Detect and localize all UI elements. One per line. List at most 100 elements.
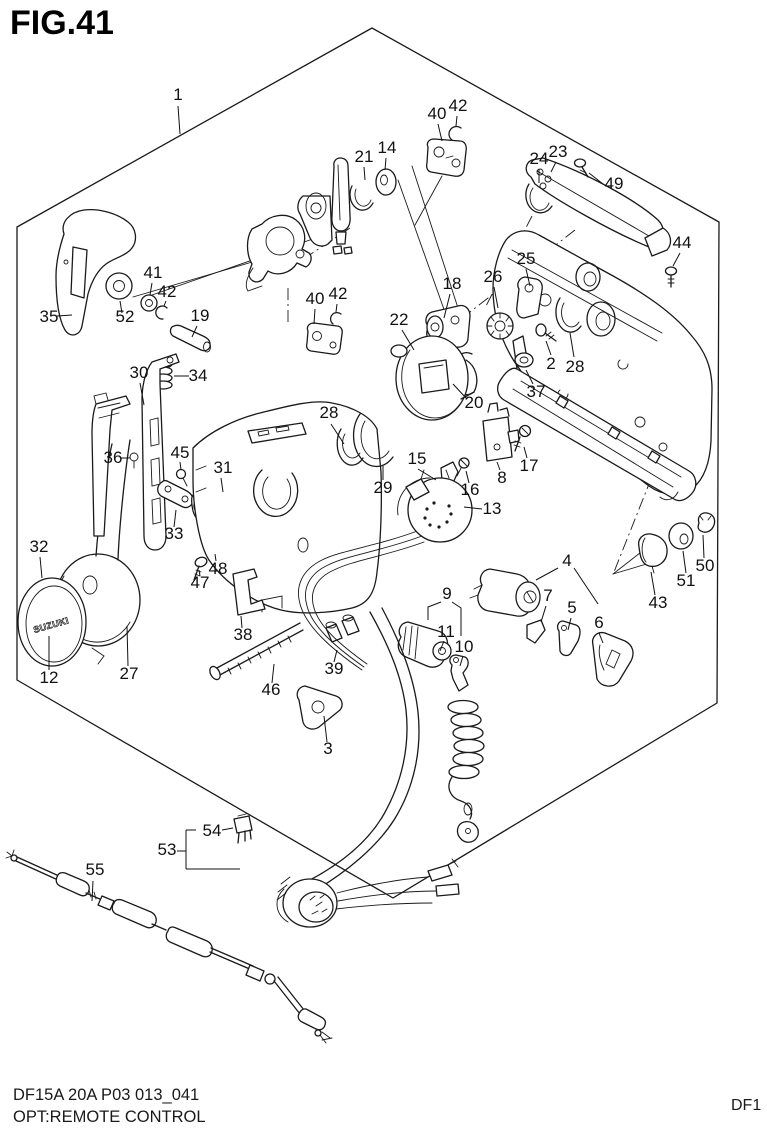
- leader-line: [459, 655, 464, 667]
- leader-line: [427, 601, 442, 620]
- leader-line: [191, 325, 198, 338]
- border-frame: [16, 27, 720, 899]
- part-number-label: 3: [323, 739, 332, 758]
- leader-line: [451, 601, 462, 636]
- part-number-label: 42: [449, 96, 468, 115]
- part-number-label: 44: [673, 233, 692, 252]
- part-number-label: 47: [191, 573, 210, 592]
- leader-line: [313, 308, 316, 325]
- leader-line: [455, 115, 458, 127]
- part-number-label: 42: [329, 284, 348, 303]
- leader-line: [323, 715, 328, 743]
- leader-line: [550, 161, 557, 173]
- part-number-label: 23: [549, 142, 568, 161]
- part-number-label: 35: [40, 307, 59, 326]
- leader-line: [179, 461, 182, 471]
- leader-line: [335, 303, 338, 313]
- leader-line: [214, 553, 217, 562]
- part-number-label: 26: [484, 267, 503, 286]
- part-number-label: 5: [567, 598, 576, 617]
- part-number-label: 28: [566, 357, 585, 376]
- part-number-label: 51: [677, 571, 696, 590]
- part-number-label: 11: [437, 622, 455, 641]
- leader-line: [163, 300, 167, 307]
- part-number-label: 20: [465, 393, 484, 412]
- part-number-label: 29: [374, 478, 393, 497]
- part-number-label: 45: [171, 443, 190, 462]
- part-number-label: 43: [649, 593, 668, 612]
- model-code-text: DF15A 20A P03 013_041: [13, 1086, 200, 1104]
- part-number-label: 37: [527, 382, 546, 401]
- part-number-label: 40: [428, 104, 447, 123]
- part-labels: 1234567891011121314151617181920212223242…: [30, 85, 714, 902]
- leader-line: [220, 477, 224, 493]
- throttle-drum-group: [336, 335, 478, 468]
- part-number-label: 19: [191, 306, 210, 325]
- part-number-label: 25: [517, 249, 536, 268]
- part-number-label: 53: [158, 840, 177, 859]
- leader-line: [363, 166, 366, 181]
- control-cables: [5, 849, 333, 1044]
- part-number-label: 10: [455, 637, 474, 656]
- leader-line: [463, 506, 483, 510]
- part-number-label: 42: [158, 282, 177, 301]
- leader-line: [173, 509, 177, 528]
- part-number-label: 22: [390, 310, 409, 329]
- part-number-label: 2: [546, 354, 555, 373]
- leader-line: [569, 332, 575, 358]
- leader-line: [682, 550, 687, 574]
- part-number-label: 9: [442, 584, 451, 603]
- part-number-label: 36: [104, 448, 123, 467]
- leader-line: [545, 340, 552, 356]
- part-number-label: 31: [214, 458, 233, 477]
- part-number-label: 1: [173, 85, 182, 104]
- part-number-label: 12: [40, 668, 59, 687]
- leader-line: [573, 567, 599, 605]
- leader-line: [177, 105, 181, 135]
- leader-line: [588, 172, 604, 185]
- leader-line: [333, 649, 338, 663]
- part-number-label: 28: [320, 403, 339, 422]
- part-number-label: 46: [262, 680, 281, 699]
- leader-line: [271, 663, 275, 684]
- leader-line: [525, 268, 531, 287]
- leader-line: [525, 369, 534, 385]
- leader-line: [598, 632, 604, 644]
- leader-line: [493, 286, 499, 309]
- leader-line: [567, 617, 572, 631]
- part-number-label: 33: [165, 524, 184, 543]
- leader-line: [330, 423, 345, 445]
- part-number-label: 30: [130, 363, 149, 382]
- part-number-label: 49: [605, 174, 624, 193]
- part-number-label: 39: [325, 659, 344, 678]
- leader-line: [126, 625, 129, 667]
- leader-line: [437, 123, 443, 142]
- leader-line: [443, 293, 451, 319]
- part-number-label: 13: [483, 499, 502, 518]
- leader-line: [39, 556, 43, 579]
- caption-block: DF15A 20A P03 013_041 OPT:REMOTE CONTROL: [13, 1084, 206, 1128]
- part-number-label: 15: [408, 449, 427, 468]
- part-number-label: 16: [461, 480, 480, 499]
- part-number-label: 6: [594, 613, 603, 632]
- leader-line: [540, 605, 547, 623]
- part-number-label: 52: [116, 307, 135, 326]
- part-number-label: 7: [543, 586, 552, 605]
- part-number-label: 24: [530, 149, 549, 168]
- main-housing: [192, 401, 383, 730]
- lock-cylinder-group: [245, 125, 467, 355]
- part-number-label: 8: [497, 468, 506, 487]
- part-number-label: 54: [203, 821, 222, 840]
- leader-line: [672, 252, 681, 267]
- part-number-label: 41: [144, 263, 163, 282]
- page-reference-text: DF1: [731, 1097, 762, 1114]
- leader-line: [401, 329, 415, 351]
- part-number-label: 48: [209, 559, 228, 578]
- part-number-label: 14: [378, 138, 397, 157]
- leader-line: [702, 534, 705, 559]
- rear-cover-group: [425, 157, 716, 574]
- leader-line: [119, 300, 123, 314]
- leader-line: [496, 461, 501, 471]
- leader-line: [417, 468, 437, 481]
